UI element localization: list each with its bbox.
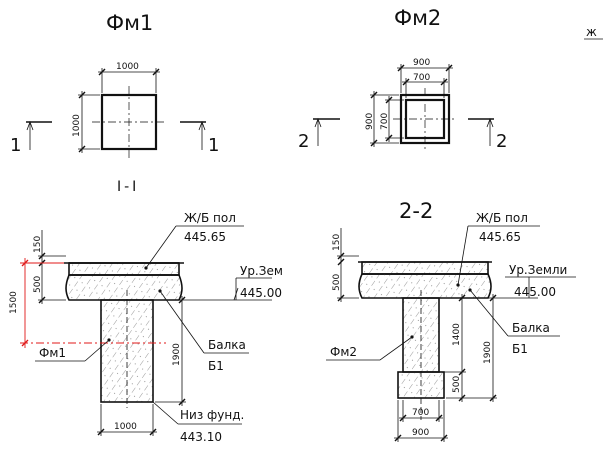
section1-dim-500: 500 (33, 276, 43, 293)
section2-ground-level: 445.00 (514, 285, 556, 299)
section1-ground-label: Ур.Зем (240, 264, 283, 278)
section2-beam (358, 273, 492, 299)
section1-beam-id: Б1 (208, 359, 224, 373)
section1-title: I-I (117, 179, 139, 195)
section2-base (397, 371, 445, 399)
section-2: 2-2 Ур.Земли 445.00 Ж/Б пол 445.65 150 5… (326, 199, 576, 442)
section-1: I-I Ур.Зем 445.00 Ж/Б пол 445.65 150 500 (9, 179, 283, 444)
section1-dim-150: 150 (33, 236, 43, 253)
section1-floor-slab (68, 262, 180, 276)
section1-bottom-level: 443.10 (180, 430, 222, 444)
section2-beam-id: Б1 (512, 342, 528, 356)
section2-floor-slab (361, 261, 489, 275)
section1-beam (65, 274, 183, 301)
section1-dim-1500: 1500 (9, 291, 19, 314)
section1-bottom-label: Низ фунд. (180, 408, 244, 422)
fm2-title: Фм2 (394, 6, 441, 30)
fm2-outer-height-label: 900 (365, 113, 375, 130)
section1-floor-level: 445.65 (184, 230, 226, 244)
section2-title: 2-2 (399, 199, 433, 223)
fm2-inner-width-label: 700 (413, 73, 430, 83)
section1-dim-1900: 1900 (172, 343, 182, 366)
fm1-width-label: 1000 (116, 62, 139, 72)
fm1-plan: 1000 1000 1 1 (10, 62, 219, 158)
section1-column (100, 299, 154, 403)
section2-floor-level: 445.65 (479, 230, 521, 244)
fm2-section-left: 2 (298, 131, 309, 152)
section1-floor-label: Ж/Б пол (184, 211, 236, 225)
fm1-section-left: 1 (10, 135, 21, 156)
section1-ground-level: 445.00 (240, 286, 282, 300)
section2-column-label: Фм2 (330, 345, 357, 359)
section2-dim-base-500: 500 (452, 376, 462, 393)
section2-ground-label: Ур.Земли (509, 263, 567, 277)
section2-width-900: 900 (412, 428, 429, 438)
section1-base-width: 1000 (114, 422, 137, 432)
fm2-outer-width-label: 900 (413, 58, 430, 68)
fm1-title: Фм1 (106, 11, 153, 35)
fm1-height-label: 1000 (72, 114, 82, 137)
section2-dim-500: 500 (332, 274, 342, 291)
section2-dim-1900: 1900 (483, 341, 493, 364)
fm2-inner-height-label: 700 (380, 113, 390, 130)
fm1-section-right: 1 (208, 135, 219, 156)
section2-dim-1400: 1400 (452, 323, 462, 346)
section2-floor-label: Ж/Б пол (476, 211, 528, 225)
fm2-plan: 900 700 900 700 2 2 (298, 58, 507, 152)
section2-beam-label: Балка (512, 321, 550, 335)
section1-beam-label: Балка (208, 338, 246, 352)
section2-dim-150: 150 (332, 234, 342, 251)
edge-label: ж (586, 25, 597, 39)
section2-width-700: 700 (412, 408, 429, 418)
fm2-section-right: 2 (496, 131, 507, 152)
section1-column-label: Фм1 (39, 346, 66, 360)
